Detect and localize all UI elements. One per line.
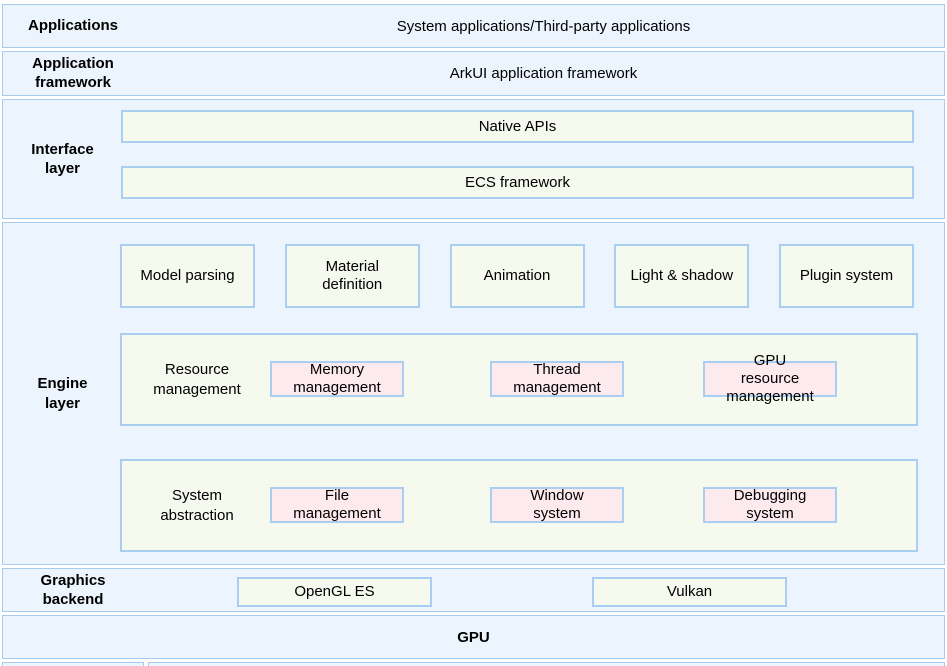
layer-band-interface: Interface layer Native APIs ECS framewor…	[2, 99, 945, 219]
layer-label-application-framework: Application framework	[32, 54, 114, 91]
memory-management-box: Memory management	[270, 361, 404, 397]
layer-band-engine: Engine layer Model parsing Material defi…	[2, 222, 945, 565]
file-management-box: File management	[270, 487, 404, 523]
layer-band-application-framework: Application framework ArkUI application …	[2, 51, 945, 96]
gpu-resource-management-box: GPU resource management	[703, 352, 837, 405]
debugging-system-box: Debugging system	[703, 487, 837, 523]
resource-management-label: Resource management	[153, 361, 241, 398]
thread-management-box: Thread management	[490, 361, 624, 397]
ecs-framework-box: ECS framework	[121, 166, 914, 199]
native-apis-box: Native APIs	[121, 110, 914, 143]
plugin-system-box: Plugin system	[779, 244, 914, 308]
application-framework-content: ArkUI application framework	[449, 65, 638, 82]
light-shadow-box: Light & shadow	[614, 244, 750, 308]
system-abstraction-label: System abstraction	[160, 487, 234, 524]
layer-label-applications: Applications	[27, 16, 118, 34]
bottom-cutoff-cell-right	[148, 662, 945, 666]
material-definition-box: Material definition	[284, 244, 420, 308]
layer-band-applications: Applications System applications/Third-p…	[2, 4, 945, 48]
window-system-box: Window system	[490, 487, 624, 523]
model-parsing-box: Model parsing	[120, 244, 255, 308]
vulkan-box: Vulkan	[592, 577, 787, 607]
animation-box: Animation	[449, 244, 585, 308]
layer-label-graphics-backend: Graphics backend	[40, 571, 106, 609]
layer-band-graphics-backend: Graphics backend OpenGL ES Vulkan	[2, 568, 945, 612]
resource-management-group: Resource management Memory management Th…	[120, 333, 918, 426]
applications-content: System applications/Third-party applicat…	[396, 17, 691, 35]
engine-feature-row: Model parsing Material definition Animat…	[120, 244, 914, 308]
layer-label-interface: Interface layer	[31, 140, 94, 178]
layer-label-engine: Engine layer	[37, 375, 88, 412]
opengl-es-box: OpenGL ES	[237, 577, 432, 607]
system-abstraction-group: System abstraction File management Windo…	[120, 459, 918, 552]
layer-band-gpu: GPU	[2, 615, 945, 659]
bottom-cutoff-cell-left	[2, 662, 144, 666]
gpu-label: GPU	[457, 628, 490, 646]
